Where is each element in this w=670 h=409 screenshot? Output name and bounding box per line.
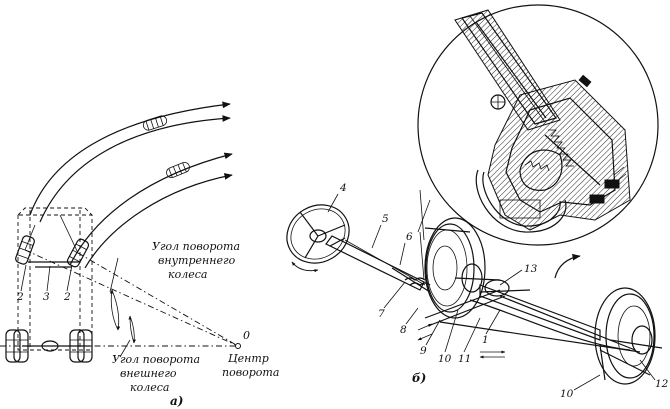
- svg-text:11: 11: [458, 353, 471, 365]
- inner-angle-label: Угол поворота внутреннего колеса: [152, 240, 240, 281]
- outer-angle-label: Угол поворота внешнего колеса: [112, 353, 200, 394]
- svg-text:12: 12: [655, 378, 669, 390]
- svg-text:1: 1: [482, 334, 489, 346]
- svg-text:Угол поворота: Угол поворота: [112, 353, 200, 366]
- svg-text:9: 9: [420, 345, 427, 357]
- svg-text:7: 7: [378, 308, 385, 320]
- wheel-trajectories: [29, 101, 233, 269]
- svg-text:4: 4: [339, 182, 347, 194]
- svg-text:колеса: колеса: [130, 381, 169, 394]
- svg-text:10: 10: [438, 353, 452, 365]
- tie-rod: [417, 295, 636, 381]
- svg-text:внутреннего: внутреннего: [158, 254, 236, 267]
- panel-b-caption: б): [412, 371, 426, 385]
- panel-b: 4 5 6 7 8 9 10 11 1 13 10 12 б): [286, 4, 669, 400]
- center-point-label: 0: [243, 329, 250, 342]
- steering-column: [325, 235, 431, 293]
- svg-text:8: 8: [400, 324, 407, 336]
- right-front-wheel: [594, 287, 663, 385]
- svg-text:3: 3: [43, 291, 50, 303]
- svg-text:2: 2: [16, 291, 24, 303]
- callout-numbers: 4 5 6 7 8 9 10 11 1 13 10 12: [327, 182, 669, 400]
- panel-a-caption: а): [170, 394, 183, 408]
- svg-text:Центр: Центр: [228, 352, 269, 365]
- svg-text:внешнего: внешнего: [120, 367, 177, 380]
- gearbox-inset: [417, 4, 659, 246]
- svg-text:колеса: колеса: [168, 268, 207, 281]
- svg-text:поворота: поворота: [222, 366, 279, 379]
- svg-text:10: 10: [560, 388, 574, 400]
- svg-text:5: 5: [382, 213, 389, 225]
- svg-text:6: 6: [406, 231, 413, 243]
- turning-geometry: [0, 214, 241, 358]
- svg-text:13: 13: [524, 263, 538, 275]
- wheel-number-labels: 2 3 2: [16, 264, 73, 303]
- svg-text:Угол поворота: Угол поворота: [152, 240, 240, 253]
- left-front-wheel: [424, 217, 501, 319]
- svg-text:2: 2: [63, 291, 71, 303]
- inset-connector: [417, 189, 581, 281]
- front-axle: [15, 235, 90, 268]
- front-axle-beam: [424, 279, 641, 353]
- steering-wheel: [286, 204, 350, 273]
- panel-a: Угол поворота внутреннего колеса Угол по…: [0, 101, 279, 408]
- center-of-turn-label: Центр поворота: [222, 352, 279, 379]
- car-outline: [17, 207, 93, 351]
